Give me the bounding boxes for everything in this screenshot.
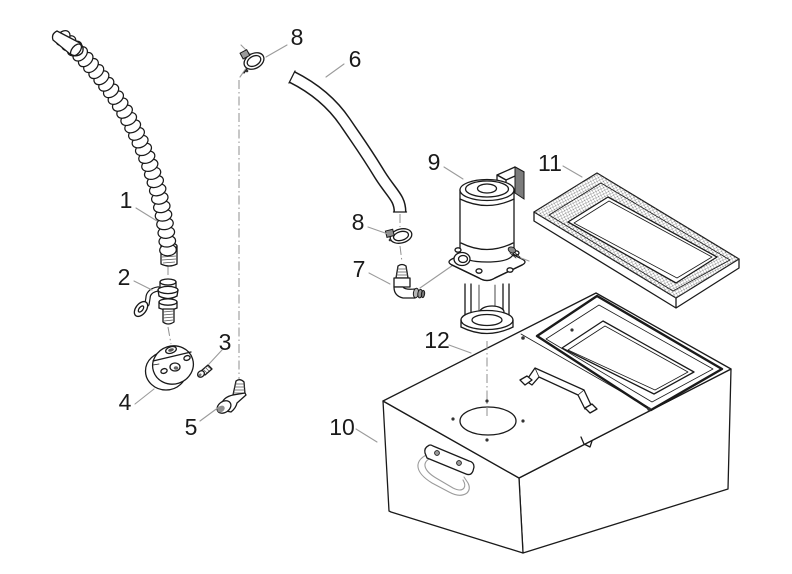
part-labels: 1 2 3 4 5 6 7 8 8 9 10 11 12 [118, 24, 562, 440]
hose-segments [55, 30, 177, 257]
tank-front-handle [417, 444, 475, 496]
part-label-6: 6 [349, 46, 362, 72]
part-label-11: 11 [538, 150, 562, 176]
part-label-8-lower: 8 [352, 209, 365, 235]
mounting-disc-drawing [144, 345, 195, 391]
valve-drawing [133, 278, 179, 325]
hose-clamp-lower-drawing [384, 228, 413, 244]
tank-top-handle [519, 367, 598, 414]
part-label-8-upper: 8 [291, 24, 304, 50]
part-label-9: 9 [428, 149, 441, 175]
elbow-pump-drawing [393, 262, 457, 299]
drain-fitting [507, 246, 530, 262]
flexible-hose-drawing [51, 30, 178, 267]
nozzle-tip [51, 30, 84, 57]
curved-hose-drawing [288, 70, 408, 213]
pump-drawing [448, 166, 530, 335]
part-label-7: 7 [353, 256, 366, 282]
part-label-10: 10 [329, 414, 355, 440]
filter-screen-drawing [533, 172, 740, 309]
part-label-12: 12 [424, 327, 450, 353]
leader-lines [133, 44, 583, 443]
tank-drawing [382, 292, 732, 554]
part-label-4: 4 [119, 389, 132, 415]
part-label-5: 5 [185, 414, 198, 440]
hose-clamp-upper-drawing [239, 49, 265, 74]
axis-lines [167, 44, 403, 379]
part-label-2: 2 [118, 264, 131, 290]
part-label-3: 3 [219, 329, 232, 355]
elbow-lower-drawing [216, 379, 247, 414]
part-label-1: 1 [120, 187, 133, 213]
screw-drawing [196, 364, 213, 378]
